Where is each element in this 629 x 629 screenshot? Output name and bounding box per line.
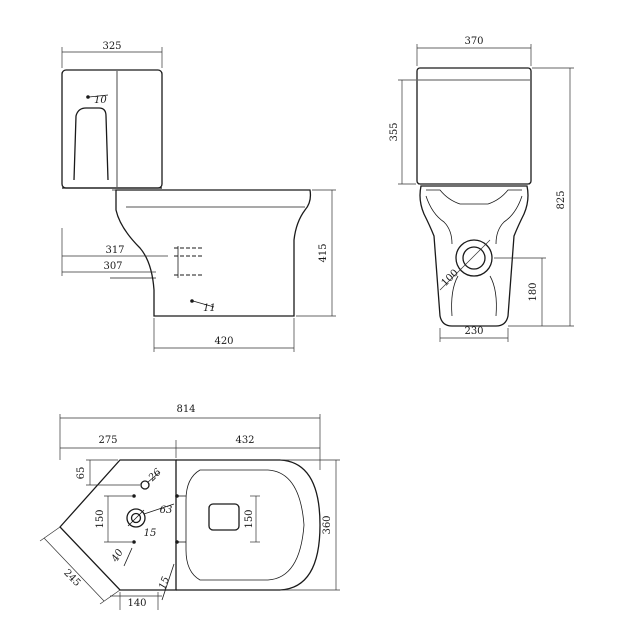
pan-seat-outline (185, 469, 305, 581)
dim-15-lower: 15 (157, 575, 172, 591)
front-base-right-curve (489, 275, 497, 317)
cistern-hole-dot (86, 95, 90, 99)
dim-140: 140 (127, 598, 146, 609)
outlet-inner (462, 246, 486, 270)
side-view: 10 11 325 317 307 415 420 (61, 41, 336, 352)
outlet-outer (455, 239, 493, 277)
hole-26 (140, 480, 150, 490)
dim-325: 325 (102, 41, 121, 52)
cistern-outline (61, 69, 163, 189)
dim-360: 360 (322, 515, 333, 534)
front-pan-seat (426, 189, 522, 205)
dim-814: 814 (176, 404, 195, 415)
hole-63-inner (130, 512, 142, 524)
dim-370: 370 (464, 36, 483, 47)
dim-40: 40 (109, 547, 126, 565)
front-pan-right-curve (495, 195, 523, 245)
dim-100: 100 (440, 268, 461, 289)
front-cistern (416, 67, 532, 185)
dim-65: 65 (76, 467, 87, 480)
pan-bowl (208, 503, 240, 531)
base-hole-leader (192, 300, 215, 308)
cistern-hole-label: 10 (94, 95, 107, 106)
dim-63: 63 (160, 505, 173, 516)
base-hole-dot (190, 299, 194, 303)
dim-432: 432 (235, 435, 254, 446)
cistern-hole-leader (88, 94, 109, 98)
dim-307: 307 (103, 261, 122, 272)
dim-420: 420 (214, 336, 233, 347)
dim-150-left: 150 (95, 509, 106, 528)
front-base-left-curve (451, 275, 459, 317)
pan-body (115, 189, 312, 317)
dim-230: 230 (464, 326, 483, 337)
top-view: 26 63 15 40 15 814 275 432 65 150 1 (39, 404, 340, 610)
flush-recess (73, 107, 109, 181)
dim-15-upper: 15 (144, 528, 157, 539)
hole-dot-a (132, 494, 136, 498)
hole-dot-b (132, 540, 136, 544)
front-pan (419, 185, 529, 327)
dim-825: 825 (556, 190, 567, 209)
dim-line-245 (43, 537, 105, 602)
dim-275: 275 (98, 435, 117, 446)
dim-180: 180 (528, 282, 539, 301)
base-hole-label: 11 (203, 303, 216, 314)
outlet-diameter-line (439, 239, 491, 291)
dim-150-right: 150 (244, 509, 255, 528)
pan-top-outline (176, 459, 321, 591)
front-view: 100 370 355 825 180 230 (389, 36, 574, 342)
dim-415: 415 (318, 243, 329, 262)
dim-317: 317 (105, 245, 124, 256)
hole-63-outer (126, 508, 146, 528)
dim-245: 245 (61, 568, 82, 589)
front-pan-left-curve (425, 195, 453, 245)
dim-355: 355 (389, 122, 400, 141)
